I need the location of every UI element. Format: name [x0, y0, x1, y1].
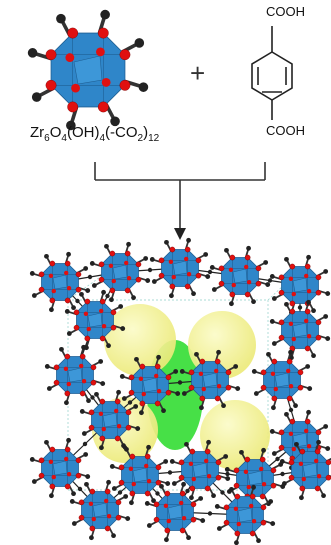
linker-carbon — [225, 471, 230, 477]
mof-node-cluster — [29, 437, 91, 499]
linker-carbon — [207, 269, 213, 275]
mof-node-cluster — [179, 349, 241, 411]
terephthalic-acid-structure — [251, 26, 293, 120]
cooh-bottom-label: COOH — [266, 123, 305, 138]
cluster-formula: Zr6O4(OH)4(-CO2)12 — [30, 124, 160, 144]
linker-carbon — [87, 274, 93, 280]
mof-node-cluster — [119, 354, 181, 416]
linker-carbon — [75, 298, 80, 304]
mof-node-cluster — [214, 484, 276, 545]
mof-node-cluster — [279, 439, 331, 501]
linker-carbon — [280, 471, 285, 477]
mof-framework — [29, 237, 331, 545]
linker-carbon — [155, 491, 160, 496]
linker-carbon — [177, 380, 183, 385]
mof-node-cluster — [79, 389, 141, 451]
linker-carbon — [275, 456, 280, 462]
plus-sign: + — [190, 58, 206, 88]
linker-carbon — [77, 486, 83, 492]
linker-carbon — [147, 267, 153, 273]
mof-node-cluster — [169, 439, 231, 501]
zr6-cluster-icon — [27, 9, 149, 131]
linker-carbon — [288, 407, 294, 413]
linker-carbon — [220, 490, 225, 495]
reaction-arrow — [94, 162, 266, 240]
mof-node-cluster — [144, 481, 206, 543]
cooh-top-label: COOH — [266, 4, 305, 19]
linker-carbon — [185, 488, 190, 494]
linker-carbon — [117, 490, 123, 495]
mof-node-cluster — [149, 237, 211, 299]
linker-carbon — [90, 395, 95, 400]
mof-node-cluster — [269, 254, 331, 316]
linker-carbon — [267, 278, 273, 283]
mof-node-cluster — [109, 444, 171, 506]
linker-carbon — [127, 400, 133, 405]
pore-cavities — [92, 304, 270, 470]
mof-node-cluster — [209, 245, 271, 307]
linker-carbon — [167, 470, 173, 475]
linker-carbon — [82, 441, 88, 447]
mof-node-cluster — [69, 479, 131, 541]
linker-carbon — [207, 511, 213, 516]
mof-node-cluster — [89, 241, 151, 303]
linker-carbon — [297, 305, 303, 310]
zr6-cluster-polyhedron — [27, 9, 149, 131]
linker-carbon — [105, 293, 110, 299]
mof-node-cluster — [269, 299, 331, 361]
mof-node-cluster — [44, 344, 106, 406]
mof-node-cluster — [64, 289, 126, 351]
mof-node-cluster — [29, 251, 91, 313]
mof-node-cluster — [251, 349, 313, 411]
